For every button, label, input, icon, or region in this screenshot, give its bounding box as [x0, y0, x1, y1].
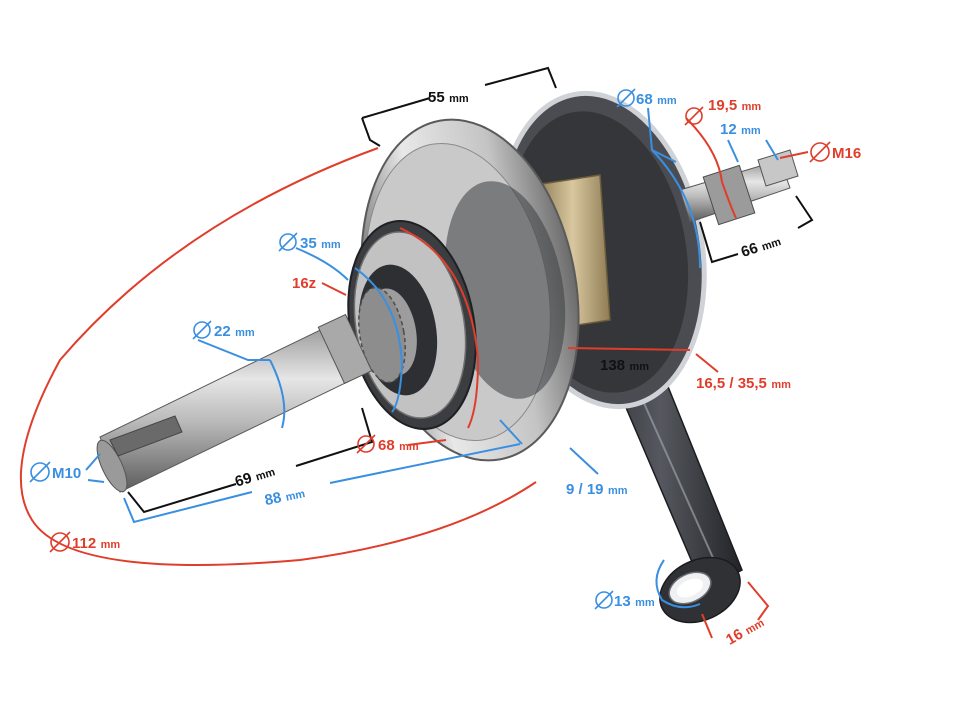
svg-text:112 mm: 112 mm [72, 535, 120, 552]
svg-text:12 mm: 12 mm [720, 121, 761, 138]
label-9-19: 9 / 19 mm [566, 481, 628, 498]
diameter-symbol-icon [192, 320, 212, 340]
svg-text:88 mm: 88 mm [263, 484, 307, 509]
svg-text:9 / 19 mm: 9 / 19 mm [566, 481, 628, 498]
dim-line-35 [295, 247, 349, 281]
label-16z: 16z [292, 275, 316, 292]
svg-text:19,5 mm: 19,5 mm [708, 97, 761, 114]
dim-line-16 [747, 581, 770, 621]
label-55: 55 mm [428, 89, 469, 106]
svg-text:M10: M10 [52, 465, 81, 482]
diameter-symbol-icon [49, 531, 71, 553]
dimension-labels: 55 mm 68 mm 19,5 mm 12 mm M16 [29, 88, 861, 649]
diameter-symbol-icon [278, 232, 298, 252]
label-dia-22: 22 mm [192, 320, 255, 340]
label-16: 16 mm [723, 613, 767, 649]
label-69: 69 mm [233, 462, 277, 490]
diameter-symbol-icon [356, 434, 376, 454]
dim-line-m16 [779, 151, 809, 159]
diameter-symbol-icon [594, 590, 614, 610]
label-12: 12 mm [720, 121, 761, 138]
dim-line-138 [567, 347, 691, 351]
label-88: 88 mm [263, 484, 307, 509]
diameter-symbol-icon [809, 141, 831, 163]
label-66: 66 mm [739, 232, 783, 261]
svg-text:16z: 16z [292, 275, 316, 292]
label-dia-112: 112 mm [49, 531, 120, 553]
left-tapered-shaft [96, 313, 373, 493]
dim-line-16-5 [695, 353, 719, 373]
svg-text:16 mm: 16 mm [723, 613, 767, 648]
svg-text:M16: M16 [832, 145, 861, 162]
dim-line-68-bottom [399, 227, 480, 429]
diameter-symbol-icon [29, 461, 51, 483]
crankshaft-illustration [96, 90, 799, 624]
dim-line-12 [727, 139, 739, 163]
label-138: 138 mm [600, 357, 649, 374]
label-dia-13: 13 mm [594, 590, 655, 610]
diameter-symbol-icon [684, 106, 704, 126]
svg-text:16,5 / 35,5 mm: 16,5 / 35,5 mm [696, 375, 791, 392]
label-dia-68-top: 68 mm [616, 88, 677, 108]
label-m10: M10 [29, 461, 81, 483]
label-16-5-35-5: 16,5 / 35,5 mm [696, 375, 791, 392]
svg-text:13 mm: 13 mm [614, 593, 655, 610]
m16-thread [757, 149, 799, 187]
label-m16: M16 [809, 141, 861, 163]
timing-gear [358, 286, 406, 384]
label-dia-19-5: 19,5 mm [684, 97, 761, 126]
svg-text:138 mm: 138 mm [600, 357, 649, 374]
svg-text:68 mm: 68 mm [636, 91, 677, 108]
dim-line-16z [321, 282, 347, 296]
dim-line-66 [699, 221, 739, 264]
keyway [109, 415, 183, 457]
dim-line-55 [361, 117, 381, 147]
dim-line-88 [123, 491, 253, 524]
spline-section [702, 164, 756, 226]
dim-line-13 [655, 559, 701, 609]
diameter-symbol-icon [616, 88, 636, 108]
dim-line-m10 [85, 453, 101, 471]
svg-text:69 mm: 69 mm [233, 462, 277, 490]
dim-line-19-5 [685, 117, 737, 219]
dimension-lines [19, 66, 814, 639]
svg-text:68 mm: 68 mm [378, 437, 419, 454]
right-output-shaft [679, 149, 799, 226]
svg-text:66 mm: 66 mm [739, 232, 783, 261]
dim-line-9-19 [569, 447, 599, 475]
dim-line-112 [19, 147, 537, 566]
svg-text:55 mm: 55 mm [428, 89, 469, 106]
label-dia-35: 35 mm [278, 232, 341, 252]
dim-line-69 [127, 483, 237, 514]
dim-line-22 [197, 339, 270, 361]
svg-text:35 mm: 35 mm [300, 235, 341, 252]
svg-text:22 mm: 22 mm [214, 323, 255, 340]
label-dia-68-bottom: 68 mm [356, 434, 419, 454]
